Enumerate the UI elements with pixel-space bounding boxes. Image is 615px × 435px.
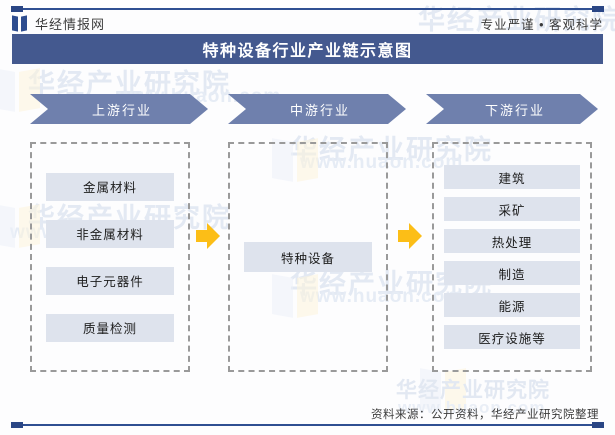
banner-label: 下游行业	[484, 102, 545, 118]
node-downstream-5: 能源	[444, 293, 580, 317]
node-downstream-6: 医疗设施等	[444, 325, 580, 349]
banner-label: 上游行业	[91, 102, 152, 118]
open-book-icon	[12, 14, 27, 32]
column-upstream: 金属材料 非金属材料 电子元器件 质量检测	[30, 142, 190, 372]
brand-name: 华经情报网	[35, 16, 106, 32]
node-downstream-2: 采矿	[444, 197, 580, 221]
node-upstream-4: 质量检测	[46, 313, 174, 342]
value-chain-diagram: 上游行业 中游行业 下游行业 金属材料 非金属材料 电子元器件 质量检测 特种设…	[0, 64, 615, 404]
divider-cap-left	[11, 422, 23, 428]
top-divider	[11, 6, 604, 12]
brand: 华经情报网	[12, 14, 105, 33]
node-upstream-2: 非金属材料	[46, 219, 174, 248]
page-header: 华经情报网 专业严谨 • 客观科学	[12, 12, 603, 34]
column-midstream: 特种设备	[228, 142, 388, 372]
node-upstream-3: 电子元器件	[46, 266, 174, 295]
section-banner-upstream: 上游行业	[30, 94, 208, 124]
divider-cap-right	[592, 6, 604, 12]
node-downstream-3: 热处理	[444, 229, 580, 253]
node-downstream-4: 制造	[444, 261, 580, 285]
node-midstream-1: 特种设备	[244, 242, 372, 272]
header-tagline: 专业严谨 • 客观科学	[480, 17, 603, 32]
node-upstream-1: 金属材料	[46, 172, 174, 201]
section-banner-downstream: 下游行业	[426, 94, 598, 124]
banner-label: 中游行业	[289, 102, 350, 118]
source-note: 资料来源：公开资料，华经产业研究院整理	[371, 409, 599, 421]
page-title: 特种设备行业产业链示意图	[202, 43, 413, 60]
arrow-right-icon-midstream-to-downstream	[398, 223, 422, 249]
section-banner-midstream: 中游行业	[228, 94, 406, 124]
node-downstream-1: 建筑	[444, 165, 580, 189]
title-bar: 特种设备行业产业链示意图	[12, 34, 603, 64]
divider-cap-left	[11, 6, 23, 12]
column-downstream: 建筑 采矿 热处理 制造 能源 医疗设施等	[432, 142, 592, 372]
bottom-divider	[11, 422, 604, 428]
divider-cap-right	[592, 422, 604, 428]
arrow-right-icon-upstream-to-midstream	[196, 223, 220, 249]
